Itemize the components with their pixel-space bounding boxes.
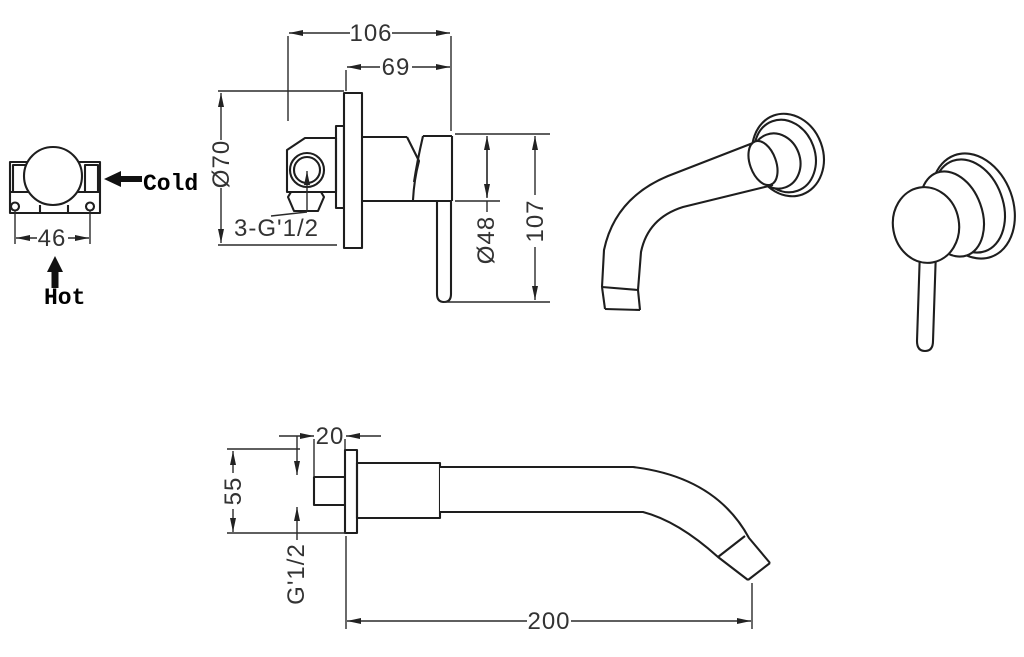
- spout-isometric-view: [600, 112, 825, 312]
- cold-label: Cold: [143, 171, 198, 197]
- valve-front-view: 46 Cold Hot: [8, 145, 198, 311]
- dim-handle-diameter: Ø48: [473, 216, 500, 264]
- handle-lever: [915, 248, 938, 353]
- dim-hole-spacing: 46: [38, 225, 67, 252]
- cold-arrow-icon: [104, 171, 142, 187]
- screw-hole-right: [84, 201, 96, 212]
- dim-trim-depth: 69: [382, 54, 411, 81]
- cartridge-boss: [22, 145, 84, 207]
- spout-tube-upper-edge: [600, 142, 754, 288]
- hot-arrow-icon: [47, 256, 63, 288]
- right-port-outline: [83, 163, 100, 194]
- screw-hole-left: [9, 201, 21, 212]
- inlet-hex-nut: [286, 190, 326, 213]
- handle-knob: [891, 186, 961, 264]
- spout-tube-top-edge: [440, 465, 771, 564]
- dim-total-depth: 106: [349, 20, 392, 47]
- spout-inlet-stub: [312, 475, 347, 507]
- handle-isometric-view: [891, 152, 1016, 353]
- spout-side-view: 20 55 G'1/2 200: [220, 423, 771, 635]
- spout-collar-ring: [747, 139, 779, 187]
- spout-tube-bottom-edge: [440, 510, 749, 581]
- lever-handle-side: [435, 201, 453, 304]
- dim-flange-height: 55: [220, 477, 247, 506]
- dim-spout-reach: 200: [527, 608, 570, 635]
- wall-escutcheon-plate: [342, 91, 364, 250]
- spout-base-body: [355, 461, 442, 520]
- dim-inlet-length: 20: [316, 423, 345, 450]
- dim-inlet-thread: 3-G'1/2: [234, 215, 319, 242]
- dim-plate-diameter: Ø70: [208, 140, 235, 188]
- spout-tube-lower-edge: [636, 183, 774, 291]
- spout-wall-plate: [343, 448, 359, 535]
- dim-spout-thread: G'1/2: [283, 543, 310, 605]
- dim-trim-height: 107: [522, 199, 549, 242]
- hot-label: Hot: [44, 285, 85, 311]
- valve-side-view: 106 69 Ø70 3-G'1/2 Ø48 107: [208, 20, 550, 304]
- back-plate: [334, 124, 346, 210]
